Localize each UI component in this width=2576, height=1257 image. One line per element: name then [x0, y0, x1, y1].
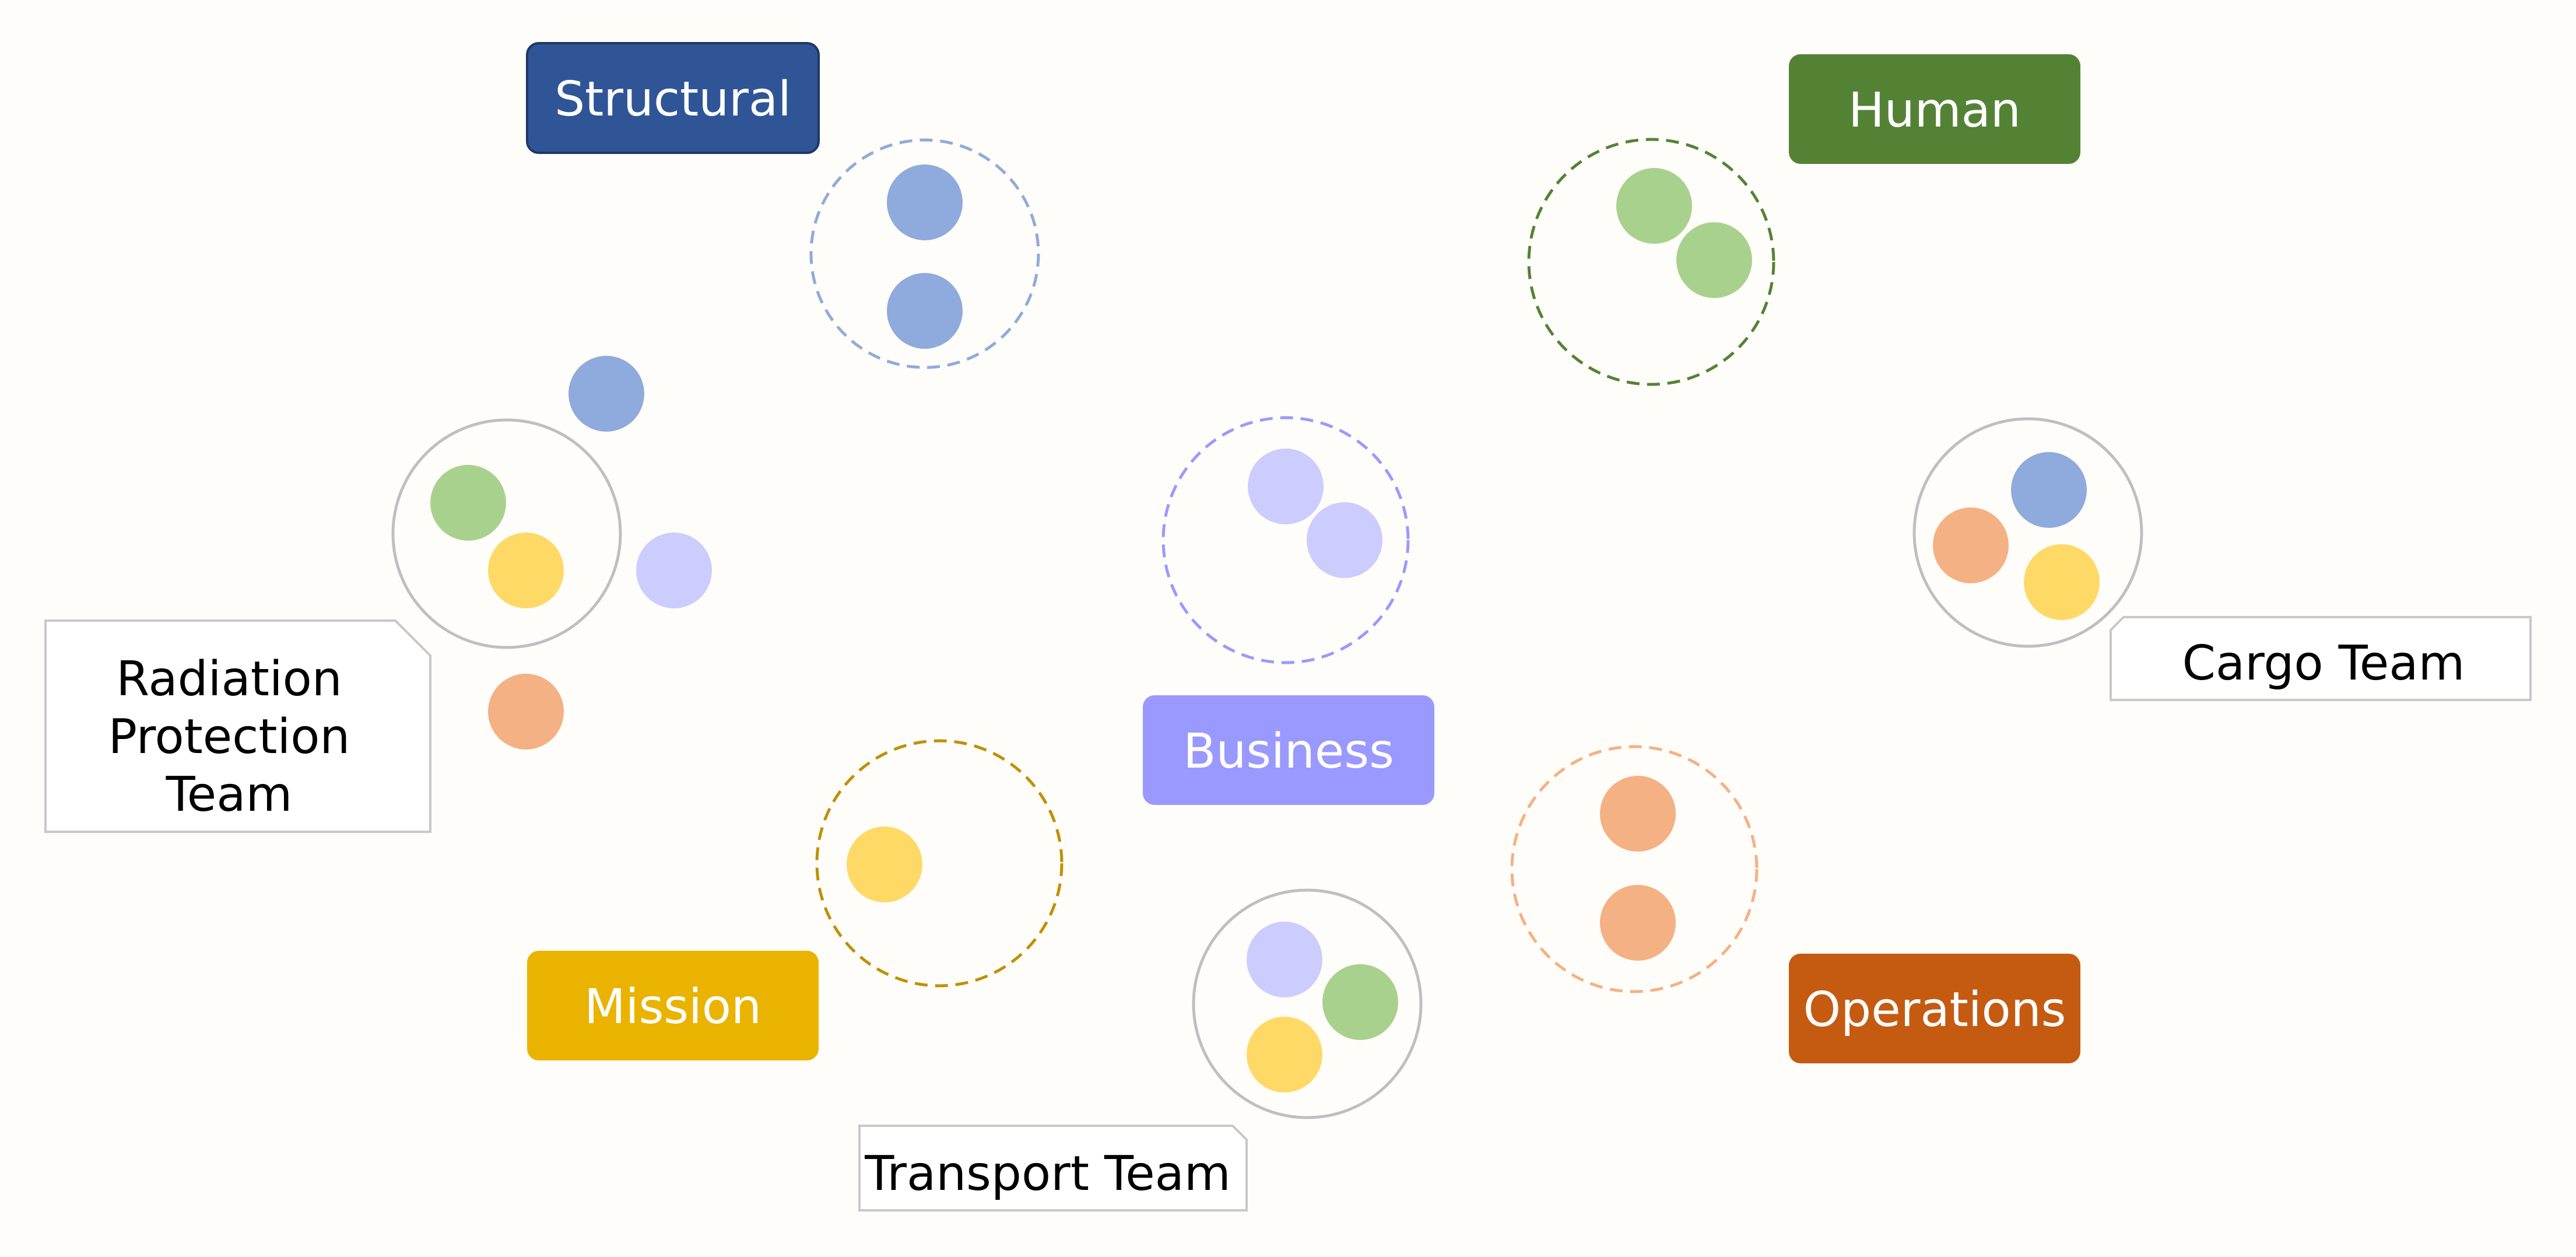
operations-label: Operations [1789, 954, 2080, 1063]
cargo-team-dot [2024, 544, 2100, 620]
radiation-unassigned-dot [488, 674, 564, 750]
structural-text: Structural [554, 72, 791, 127]
structural-member-dot [887, 273, 963, 349]
operations-member-dot [1600, 885, 1676, 961]
operations-box [1789, 954, 2080, 1063]
radiation-team-dot [430, 465, 506, 541]
transport-team-group [1192, 888, 1423, 1119]
mission-cluster-ring [815, 739, 1064, 988]
business-member-dot [1248, 449, 1324, 524]
operations-member-dot [1600, 776, 1676, 852]
mission-member-dot [847, 827, 922, 902]
transport-note-box [858, 1125, 1248, 1212]
radiation-unassigned-dot [636, 533, 712, 608]
cargo-note-box [2110, 616, 2532, 701]
business-member-dot [1307, 502, 1382, 578]
business-text: Business [1183, 724, 1394, 779]
structural-cluster [809, 138, 1040, 369]
structural-cluster-ring [809, 138, 1040, 369]
radiation-note-line1: Radiation [116, 652, 342, 707]
cargo-team-dot [1933, 507, 2009, 583]
radiation-unassigned-dot [568, 356, 644, 432]
radiation-team-note: Radiation Protection Team [44, 619, 431, 833]
transport-team-note: Transport Team [858, 1125, 1248, 1212]
business-cluster-ring [1161, 416, 1410, 664]
business-label: Business [1143, 695, 1434, 805]
radiation-team-dot [488, 533, 564, 608]
human-label: Human [1789, 54, 2080, 164]
transport-team-ring [1192, 888, 1423, 1119]
mission-label: Mission [527, 951, 819, 1060]
transport-team-dot [1247, 922, 1322, 997]
human-cluster [1527, 138, 1775, 386]
transport-team-dot [1322, 964, 1398, 1040]
human-member-dot [1616, 168, 1692, 244]
mission-text: Mission [584, 979, 761, 1035]
cargo-team-ring [1912, 417, 2143, 648]
cargo-team-dot [2011, 452, 2087, 528]
mission-cluster [815, 739, 1064, 988]
structural-box [526, 42, 820, 154]
structural-label: Structural [526, 42, 820, 154]
operations-cluster-ring [1510, 745, 1759, 993]
radiation-team-group [391, 356, 712, 750]
structural-member-dot [887, 164, 963, 240]
human-cluster-ring [1527, 138, 1775, 386]
human-box [1789, 54, 2080, 164]
cargo-team-note: Cargo Team [2110, 616, 2532, 701]
business-box [1143, 695, 1434, 805]
cargo-note-text: Cargo Team [2182, 636, 2465, 691]
radiation-note-box [44, 619, 431, 833]
transport-team-dot [1247, 1017, 1322, 1093]
mission-box [527, 951, 819, 1060]
radiation-team-ring [391, 418, 622, 649]
transport-note-text: Transport Team [864, 1146, 1231, 1202]
operations-text: Operations [1803, 982, 2066, 1038]
human-member-dot [1676, 222, 1752, 298]
human-text: Human [1848, 83, 2021, 138]
business-cluster [1161, 416, 1410, 664]
radiation-note-line3: Team [166, 767, 293, 822]
cargo-team-group [1912, 417, 2143, 648]
operations-cluster [1510, 745, 1759, 993]
radiation-note-line2: Protection [108, 709, 350, 765]
